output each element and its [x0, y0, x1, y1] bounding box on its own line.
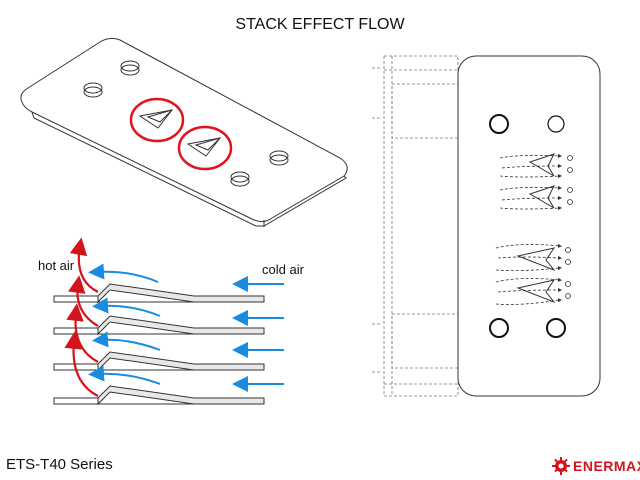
product-series-label: ETS-T40 Series [6, 456, 113, 473]
top-view-panel [457, 55, 601, 397]
vent-highlight-ring [129, 97, 233, 171]
vent-icon [138, 109, 222, 157]
diagram-title: STACK EFFECT FLOW [235, 16, 405, 33]
swirl-mark [565, 155, 573, 299]
brand-wordmark: ENERMAX [573, 458, 640, 474]
side-profile-dashed [372, 55, 459, 397]
brand-logo: ENERMAX [552, 456, 640, 476]
hot-air-arrow [64, 237, 99, 397]
gear-icon [552, 457, 570, 475]
cold-air-arrow [88, 263, 284, 392]
cross-section [53, 283, 265, 406]
isometric-plate [20, 37, 348, 227]
hot-air-label: hot air [38, 258, 75, 273]
flow-streamline [495, 153, 562, 305]
cold-air-label: cold air [262, 262, 304, 277]
top-view-hole [489, 114, 566, 338]
plate-standoff [83, 60, 289, 187]
